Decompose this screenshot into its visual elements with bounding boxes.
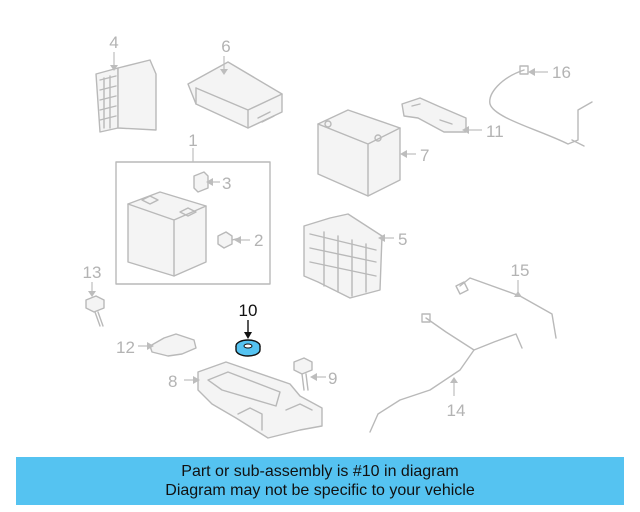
callout-15: 15 <box>511 261 530 280</box>
callout-14: 14 <box>447 401 466 420</box>
callout-10: 10 <box>239 301 258 320</box>
info-banner: Part or sub-assembly is #10 in diagram D… <box>16 457 624 505</box>
part-8-battery-tray <box>197 361 323 439</box>
callout-5: 5 <box>398 230 407 249</box>
part-6-battery-cover <box>187 61 283 129</box>
part-13-bolt <box>85 295 105 327</box>
part-3-plug <box>193 171 209 193</box>
part-12-clamp <box>149 333 197 357</box>
banner-line-1: Part or sub-assembly is #10 in diagram <box>181 463 459 480</box>
banner-line-2: Diagram may not be specific to your vehi… <box>165 482 475 499</box>
callout-12: 12 <box>116 338 135 357</box>
part-7-battery <box>317 109 401 197</box>
callout-4: 4 <box>109 33 118 52</box>
part-4-heat-shield <box>95 59 157 133</box>
callout-16: 16 <box>552 63 571 82</box>
callout-9: 9 <box>328 369 337 388</box>
part-15-cable <box>455 277 557 339</box>
callout-1: 1 <box>188 131 197 150</box>
callout-6: 6 <box>221 37 230 56</box>
part-9-bolt <box>293 357 313 391</box>
callout-11: 11 <box>486 122 504 141</box>
part-16-cable <box>489 65 593 147</box>
parts-diagram: 4 6 16 11 7 1 <box>83 33 593 439</box>
callout-7: 7 <box>420 146 429 165</box>
callout-8: 8 <box>168 372 177 391</box>
part-1-battery-assembly <box>115 161 271 285</box>
part-5-insulation <box>303 213 383 299</box>
part-14-cable-harness <box>369 313 523 433</box>
callout-13: 13 <box>83 263 102 282</box>
part-10-washer <box>235 339 261 357</box>
part-11-bracket <box>401 97 467 133</box>
callout-2: 2 <box>254 231 263 250</box>
callout-3: 3 <box>222 174 231 193</box>
